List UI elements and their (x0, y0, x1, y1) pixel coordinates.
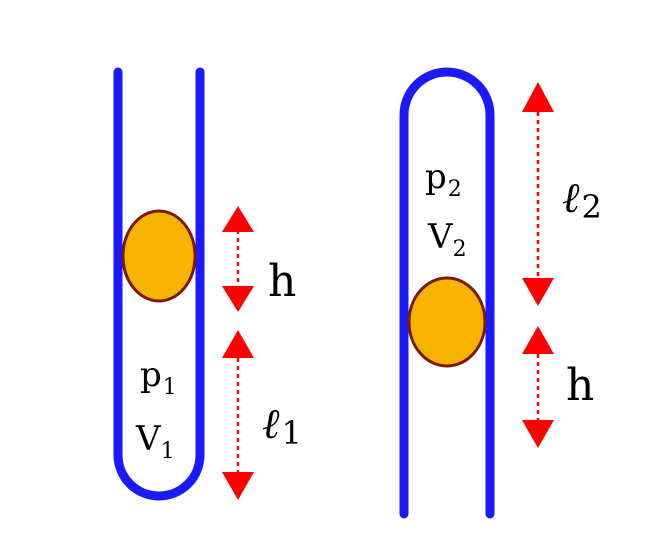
left-length-arrow (222, 330, 254, 500)
right-tube-group: p2 V2 ℓ2 h (399, 67, 602, 519)
left-length-label: ℓ1 (262, 399, 302, 452)
right-tube (399, 67, 495, 519)
right-h-label: h (566, 360, 594, 411)
left-volume-label: V1 (135, 419, 175, 464)
right-length-label: ℓ2 (562, 173, 602, 226)
right-length-arrow (522, 82, 554, 306)
left-tube-group: h p1 V1 ℓ1 (113, 67, 302, 501)
left-h-arrow (222, 206, 254, 312)
left-pressure-label: p1 (140, 355, 177, 400)
left-h-label: h (268, 256, 296, 307)
right-h-arrow (522, 326, 554, 448)
left-tube (113, 67, 205, 501)
right-bead (407, 276, 487, 368)
left-bead (121, 209, 197, 303)
right-volume-label: V2 (427, 217, 467, 262)
right-pressure-label: p2 (425, 157, 462, 202)
